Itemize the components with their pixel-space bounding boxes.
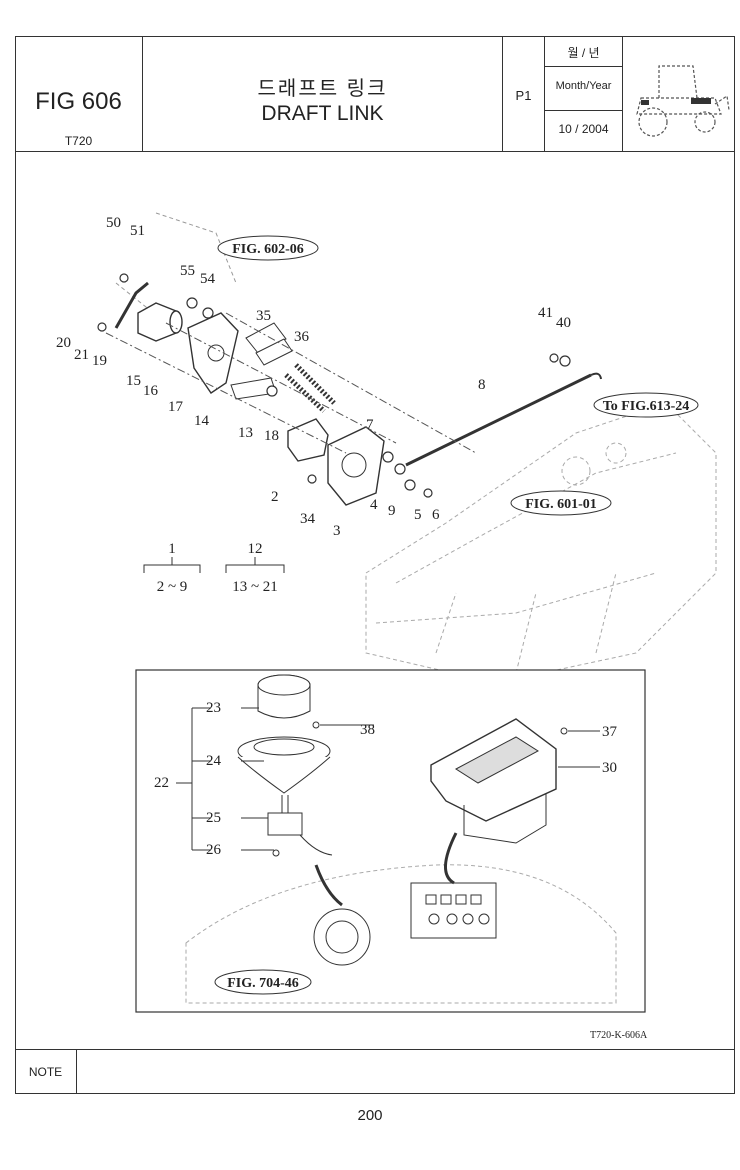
page-frame <box>15 36 735 1094</box>
part-labels: 50 51 55 54 35 36 20 21 19 15 16 17 14 1… <box>56 215 571 539</box>
part-4: 4 <box>370 497 378 513</box>
part-38: 38 <box>360 722 375 738</box>
part-51: 51 <box>130 223 145 239</box>
fig-613-24-ref: To FIG.613-24 <box>593 392 699 418</box>
page-number: 200 <box>357 1107 383 1124</box>
month-year-korean: 월 / 년 <box>567 46 600 60</box>
part-19: 19 <box>92 353 107 369</box>
title-english: DRAFT LINK <box>261 102 384 125</box>
model-name: T720 <box>64 134 93 148</box>
group-1-range: 2 ~ 9 <box>157 579 188 595</box>
part-5: 5 <box>414 507 422 523</box>
part-3: 3 <box>333 523 341 539</box>
part-40: 40 <box>556 315 571 331</box>
ref-704-46: FIG. 704-46 <box>227 976 299 991</box>
part-37: 37 <box>602 724 618 740</box>
part-34: 34 <box>300 511 316 527</box>
note-label-cell: NOTE <box>15 1050 77 1094</box>
fig-602-06-ref: FIG. 602-06 <box>217 235 319 261</box>
group-12: 12 13 ~ 21 <box>225 541 285 595</box>
part-16: 16 <box>143 383 159 399</box>
drawing-code: T720-K-606A <box>590 1030 648 1041</box>
fig-number: FIG 606 <box>35 88 122 115</box>
part-15: 15 <box>126 373 141 389</box>
tractor-thumbnail <box>623 36 735 151</box>
part-54: 54 <box>200 271 216 287</box>
group-1-number: 1 <box>168 541 176 557</box>
fig-cell: FIG 606 T720 <box>15 36 143 151</box>
title-korean: 드래프트 링크 <box>257 78 388 100</box>
part-20: 20 <box>56 335 71 351</box>
fig-601-01-ref: FIG. 601-01 <box>510 490 612 516</box>
part-55: 55 <box>180 263 195 279</box>
group-12-range: 13 ~ 21 <box>232 579 278 595</box>
part-25: 25 <box>206 810 221 826</box>
part-35: 35 <box>256 308 271 324</box>
part-2: 2 <box>271 489 279 505</box>
sensor-part <box>137 302 183 342</box>
part-36: 36 <box>294 329 310 345</box>
date-cell: 월 / 년 Month/Year 10 / 2004 <box>545 36 623 151</box>
part-26: 26 <box>206 842 222 858</box>
part-14: 14 <box>194 413 210 429</box>
ref-602-06: FIG. 602-06 <box>232 242 304 257</box>
parts-diagram: FIG. 602-06 To FIG.613-24 FIG. 601-01 50… <box>16 153 734 1049</box>
part-24: 24 <box>206 753 222 769</box>
inset-panel: 23 38 24 22 25 26 37 30 FIG. 704-46 <box>135 669 646 1013</box>
issue-date: 10 / 2004 <box>558 122 609 136</box>
part-30: 30 <box>602 760 617 776</box>
page-label: P1 <box>515 88 532 103</box>
note-label: NOTE <box>28 1065 63 1079</box>
ref-601-01: FIG. 601-01 <box>525 497 597 512</box>
part-41: 41 <box>538 305 553 321</box>
note-row: NOTE <box>15 1049 735 1094</box>
part-8: 8 <box>478 377 486 393</box>
title-cell: 드래프트 링크 DRAFT LINK <box>143 36 503 151</box>
part-13: 13 <box>238 425 253 441</box>
part-6: 6 <box>432 507 440 523</box>
month-year-english: Month/Year <box>555 80 612 92</box>
part-21: 21 <box>74 347 89 363</box>
part-23: 23 <box>206 700 221 716</box>
header: FIG 606 T720 드래프트 링크 DRAFT LINK P1 월 / 년… <box>15 36 735 152</box>
engine-outline <box>365 402 717 684</box>
part-9: 9 <box>388 503 396 519</box>
ref-613-24: To FIG.613-24 <box>603 399 690 414</box>
part-50: 50 <box>106 215 121 231</box>
group-1: 1 2 ~ 9 <box>143 541 201 595</box>
group-12-number: 12 <box>248 541 263 557</box>
part-17: 17 <box>168 399 184 415</box>
page-cell: P1 <box>503 36 545 151</box>
part-18: 18 <box>264 428 279 444</box>
part-7: 7 <box>366 417 374 433</box>
part-22: 22 <box>154 775 169 791</box>
